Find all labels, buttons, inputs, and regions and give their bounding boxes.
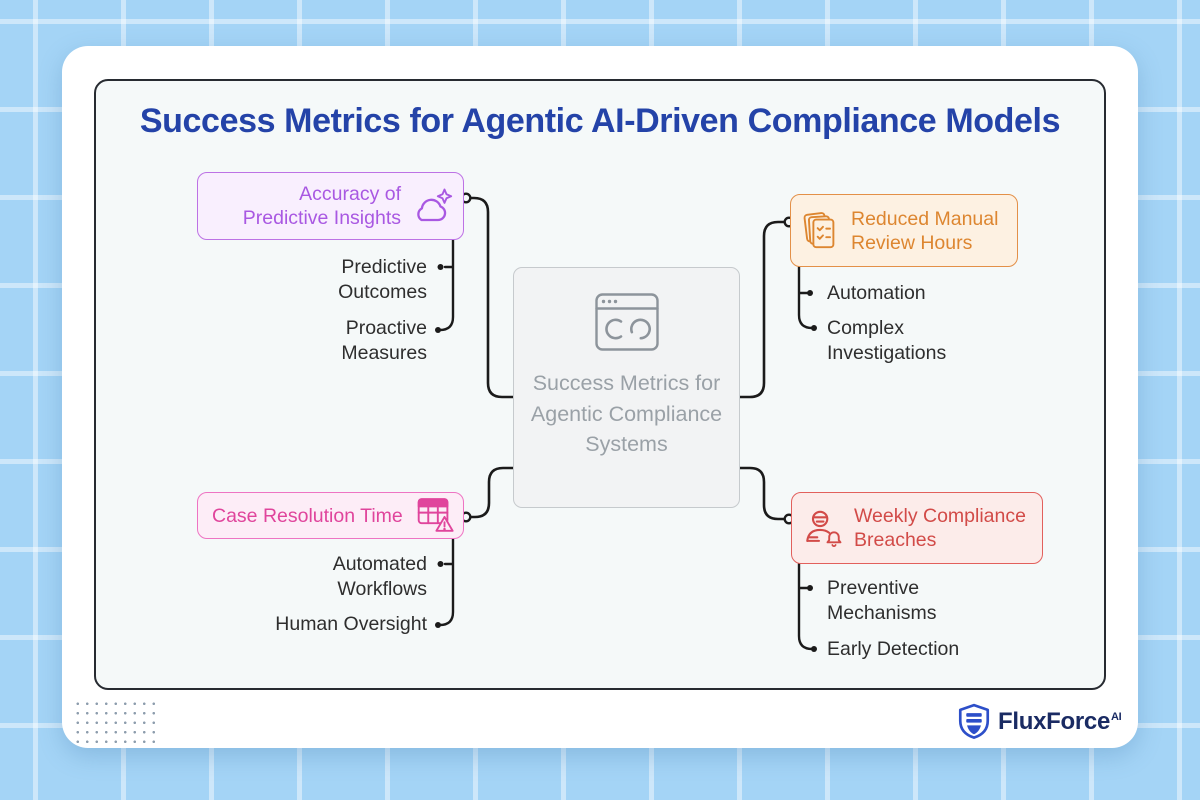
branch-accuracy-label: Accuracy of Predictive Insights [242, 183, 401, 229]
child-label-early-detection: Early Detection [827, 638, 960, 660]
child-label-complex-investigations: Complex Investigations [827, 317, 947, 364]
child-label-automation: Automation [827, 282, 926, 304]
fluxforce-logo: FluxForceAI [958, 703, 1122, 740]
browser-window-sync-icon [594, 293, 659, 351]
brand-superscript: AI [1111, 710, 1122, 723]
branch-case-resolution-time: Case Resolution Time [197, 492, 464, 539]
branch-accuracy-of-predictive-insights: Accuracy of Predictive Insights [197, 172, 464, 240]
child-label-human-oversight: Human Oversight [275, 613, 427, 635]
checklist-documents-icon [803, 211, 835, 248]
branch-reduced-manual-review-hours: Reduced Manual Review Hours [790, 194, 1018, 267]
user-alert-bell-icon [806, 510, 842, 547]
brand-name: FluxForceAI [998, 707, 1122, 735]
central-node: Success Metrics for Agentic Compliance S… [513, 267, 740, 508]
child-label-preventive-mechanisms: Preventive Mechanisms [827, 577, 937, 624]
ai-cloud-sparkle-icon [417, 188, 453, 222]
branch-breaches-label: Weekly Compliance Breaches [854, 505, 1026, 551]
branch-reduced-label: Reduced Manual Review Hours [851, 207, 999, 254]
child-label-predictive-outcomes: Predictive Outcomes [338, 256, 427, 303]
branch-case-label: Case Resolution Time [212, 504, 403, 527]
branch-weekly-compliance-breaches: Weekly Compliance Breaches [791, 492, 1043, 564]
table-alert-icon [417, 498, 454, 532]
dot-grid-decoration [73, 699, 161, 749]
child-label-automated-workflows: Automated Workflows [332, 553, 427, 600]
page-title: Success Metrics for Agentic AI-Driven Co… [139, 102, 1061, 140]
shield-logo-icon [958, 703, 990, 739]
child-label-proactive-measures: Proactive Measures [341, 317, 427, 364]
central-node-label: Success Metrics for Agentic Compliance S… [530, 371, 723, 456]
